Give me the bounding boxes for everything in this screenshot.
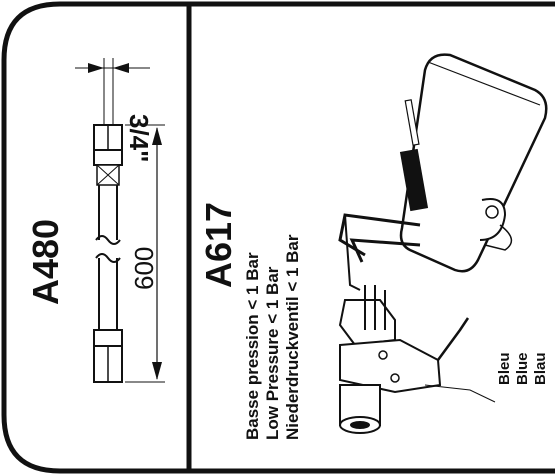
- color-label-en: Blue: [514, 352, 531, 385]
- note-en: Low Pressure < 1 Bar: [263, 266, 282, 440]
- product-code-a480: A480: [25, 218, 66, 305]
- product-code-a617: A617: [198, 201, 239, 288]
- hose-drawing: [75, 58, 165, 383]
- thread-size-label: 3/4": [124, 114, 154, 163]
- valve-drawing: [338, 53, 548, 434]
- color-label-fr: Bleu: [496, 352, 513, 385]
- color-label-de: Blau: [532, 352, 549, 385]
- length-label: 600: [129, 246, 159, 290]
- note-de: Niederdruckventil < 1 Bar: [283, 234, 302, 440]
- note-fr: Basse pression < 1 Bar: [243, 252, 262, 440]
